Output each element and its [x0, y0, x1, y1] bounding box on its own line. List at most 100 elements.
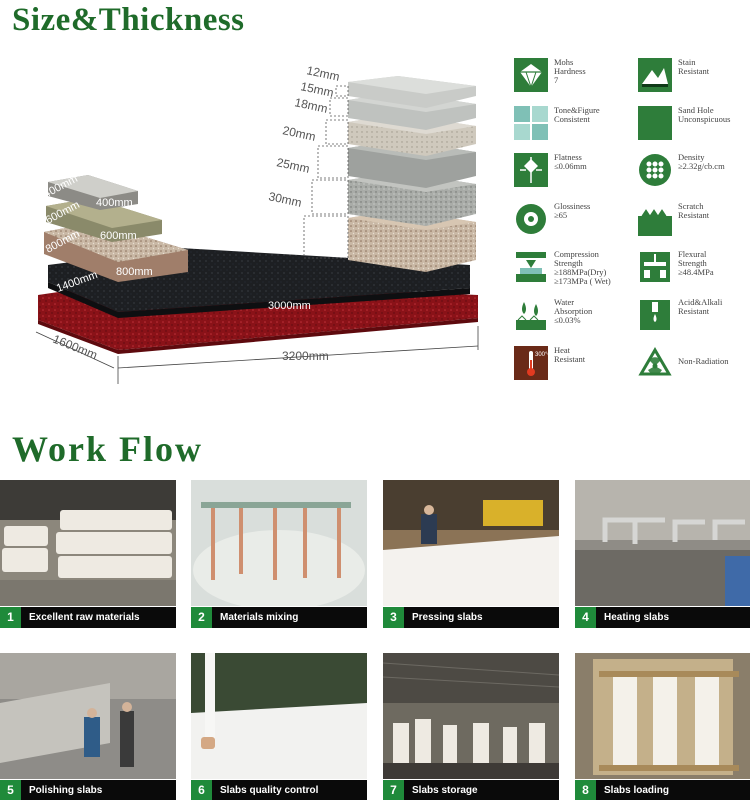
- workflow-step-photo: [191, 653, 367, 779]
- feature-item: Glossiness ≥65: [514, 202, 634, 236]
- feature-label: Flatness ≤0.06mm: [554, 152, 587, 171]
- block-face-label: 800mm: [116, 266, 153, 278]
- workflow-step-number: 8: [575, 780, 596, 800]
- flatness-icon: [514, 153, 548, 187]
- workflow-step-caption: Slabs storage: [412, 785, 478, 796]
- workflow-caption-bar: 8 Slabs loading: [575, 780, 750, 800]
- workflow-step-number: 7: [383, 780, 404, 800]
- feature-item: Stain Resistant: [638, 58, 750, 92]
- feature-item: Scratch Resistant: [638, 202, 750, 236]
- feature-item: Density ≥2.32g/cb.cm: [638, 153, 750, 187]
- water-drop-icon: [514, 298, 548, 332]
- thickness-label: 18mm: [293, 95, 329, 116]
- feature-label: Heat Resistant: [554, 345, 586, 364]
- block-400: [48, 175, 138, 210]
- thickness-label: 25mm: [275, 155, 311, 176]
- workflow-step: 2 Materials mixing: [191, 480, 367, 630]
- workflow-step-number: 3: [383, 607, 404, 628]
- workflow-step-caption: Pressing slabs: [412, 612, 483, 623]
- workflow-step: 5 Polishing slabs: [0, 653, 176, 800]
- density-icon: [638, 153, 672, 187]
- acid-alkali-icon: [638, 298, 672, 332]
- workflow-step-photo: [383, 480, 559, 606]
- workflow-caption-bar: 3 Pressing slabs: [383, 607, 559, 628]
- workflow-step-caption: Materials mixing: [220, 612, 299, 623]
- diamond-icon: [514, 58, 548, 92]
- feature-item: 300°C Heat Resistant: [514, 346, 634, 380]
- workflow-step: 8 Slabs loading: [575, 653, 750, 800]
- feature-item: Flexural Strength ≥48.4MPa: [638, 250, 750, 284]
- workflow-step-caption: Slabs quality control: [220, 785, 319, 796]
- workflow-caption-bar: 1 Excellent raw materials: [0, 607, 176, 628]
- feature-label: Glossiness ≥65: [554, 201, 591, 220]
- feature-label: Mohs Hardness 7: [554, 57, 586, 85]
- feature-label: Density ≥2.32g/cb.cm: [678, 152, 725, 171]
- workflow-step-number: 1: [0, 607, 21, 628]
- slab-length-label: 3200mm: [282, 349, 329, 363]
- feature-label: Sand Hole Unconspicuous: [678, 105, 731, 124]
- radiation-icon: [638, 346, 672, 380]
- workflow-step-photo: [191, 480, 367, 606]
- feature-item: Acid&Alkali Resistant: [638, 298, 750, 332]
- workflow-step: 1 Excellent raw materials: [0, 480, 176, 630]
- thickness-stack: [348, 76, 476, 272]
- thermometer-icon: 300°C: [514, 346, 548, 380]
- workflow-caption-bar: 6 Slabs quality control: [191, 780, 367, 800]
- scratch-icon: [638, 202, 672, 236]
- workflow-step-photo: [575, 653, 750, 779]
- glossiness-icon: [514, 202, 548, 236]
- workflow-step-number: 2: [191, 607, 212, 628]
- workflow-caption-bar: 4 Heating slabs: [575, 607, 750, 628]
- feature-label: Flexural Strength ≥48.4MPa: [678, 249, 714, 277]
- feature-label: Water Absorption ≤0.03%: [554, 297, 593, 325]
- workflow-step-number: 6: [191, 780, 212, 800]
- workflow-step-caption: Excellent raw materials: [29, 612, 140, 623]
- workflow-caption-bar: 2 Materials mixing: [191, 607, 367, 628]
- feature-item: Mohs Hardness 7: [514, 58, 634, 92]
- compression-icon: [514, 250, 548, 284]
- workflow-step-caption: Polishing slabs: [29, 785, 103, 796]
- feature-label: Stain Resistant: [678, 57, 710, 76]
- thickness-label: 30mm: [267, 189, 303, 210]
- feature-item: Flatness ≤0.06mm: [514, 153, 634, 187]
- feature-item: Compression Strength ≥188MPa(Dry) ≥173MP…: [514, 250, 634, 286]
- workflow-caption-bar: 5 Polishing slabs: [0, 780, 176, 800]
- thickness-label: 15mm: [299, 79, 335, 100]
- tone-figure-icon: [514, 106, 548, 140]
- workflow-step-photo: [575, 480, 750, 606]
- workflow-step-number: 5: [0, 780, 21, 800]
- feature-item: Non-Radiation: [638, 346, 750, 380]
- block-face-label: 400mm: [96, 197, 133, 209]
- workflow-step: 6 Slabs quality control: [191, 653, 367, 800]
- workflow-step-caption: Heating slabs: [604, 612, 670, 623]
- workflow-step-photo: [383, 653, 559, 779]
- feature-label: Tone&Figure Consistent: [554, 105, 600, 124]
- sand-hole-icon: [638, 106, 672, 140]
- feature-label: Compression Strength ≥188MPa(Dry) ≥173MP…: [554, 249, 611, 286]
- slab-length-face-label: 3000mm: [268, 300, 311, 312]
- workflow-step-photo: [0, 480, 176, 606]
- thickness-label: 12mm: [305, 63, 341, 84]
- workflow-step-caption: Slabs loading: [604, 785, 670, 796]
- stain-icon: [638, 58, 672, 92]
- block-600: [46, 198, 162, 242]
- feature-item: Tone&Figure Consistent: [514, 106, 634, 140]
- feature-label: Scratch Resistant: [678, 201, 710, 220]
- block-face-label: 600mm: [100, 230, 137, 242]
- flexural-icon: [638, 250, 672, 284]
- heat-temperature-label: 300°C: [535, 352, 548, 358]
- feature-label: Non-Radiation: [678, 356, 729, 366]
- workflow-step-number: 4: [575, 607, 596, 628]
- size-thickness-diagram: 12mm 15mm 18mm 20mm 25mm 30mm 400mm 600m…: [0, 50, 500, 390]
- workflow-step: 3 Pressing slabs: [383, 480, 559, 630]
- size-thickness-heading: Size&Thickness: [12, 2, 245, 38]
- work-flow-heading: Work Flow: [12, 429, 204, 469]
- workflow-step: 4 Heating slabs: [575, 480, 750, 630]
- feature-item: Water Absorption ≤0.03%: [514, 298, 634, 332]
- workflow-caption-bar: 7 Slabs storage: [383, 780, 559, 800]
- feature-label: Acid&Alkali Resistant: [678, 297, 723, 316]
- workflow-step: 7 Slabs storage: [383, 653, 559, 800]
- thickness-label: 20mm: [281, 123, 317, 144]
- workflow-step-photo: [0, 653, 176, 779]
- feature-item: Sand Hole Unconspicuous: [638, 106, 750, 140]
